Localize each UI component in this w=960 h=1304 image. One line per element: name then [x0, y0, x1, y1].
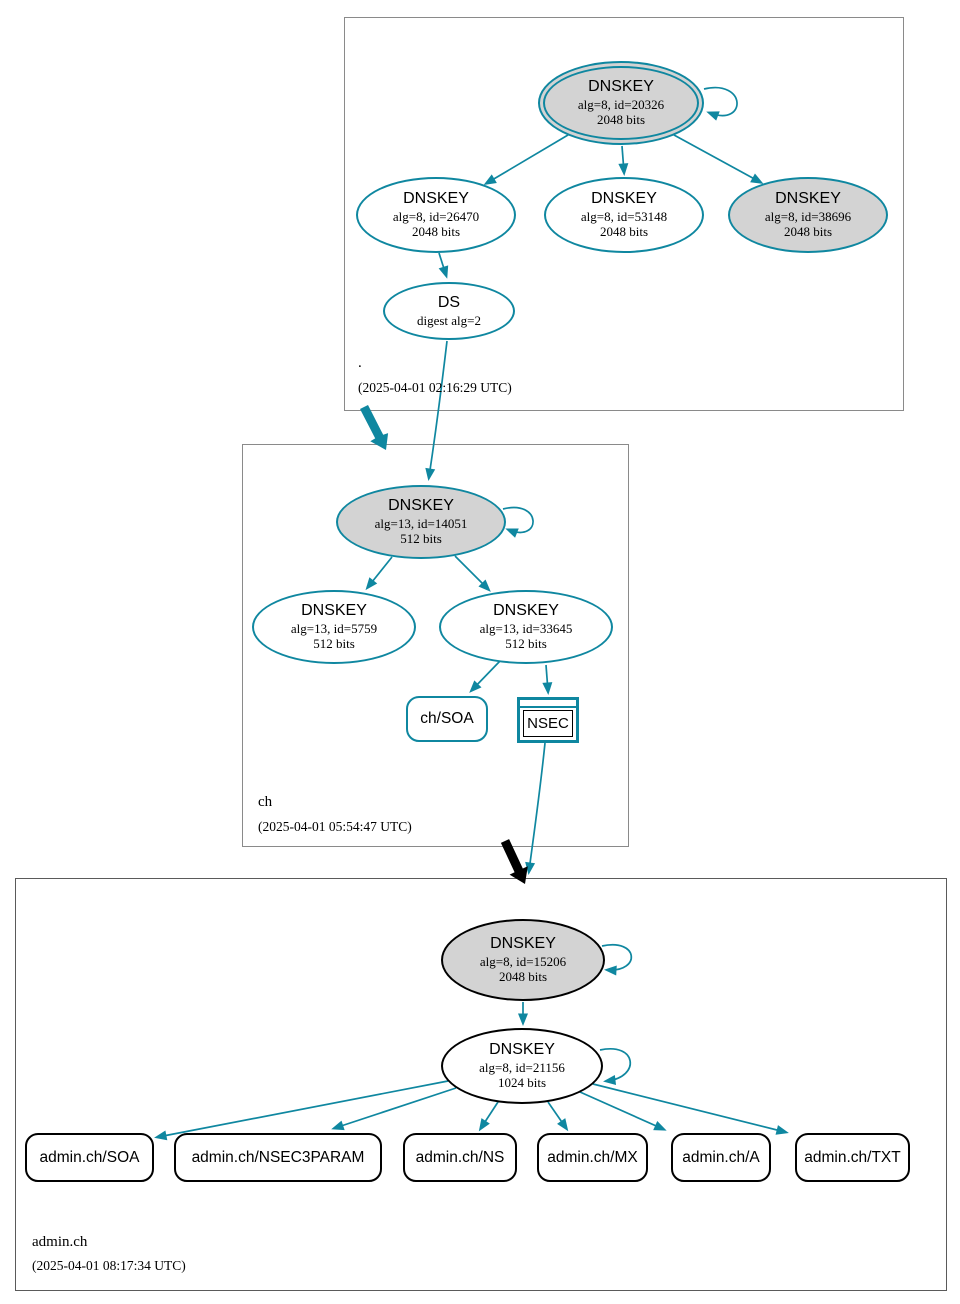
- node-dnskey-26470[interactable]: DNSKEY alg=8, id=26470 2048 bits: [356, 177, 516, 253]
- node-type-label: DS: [437, 294, 461, 312]
- node-dnskey-14051-ksk[interactable]: DNSKEY alg=13, id=14051 512 bits: [336, 485, 506, 559]
- node-bits-label: 512 bits: [313, 636, 355, 652]
- node-type-label: DNSKEY: [489, 1041, 555, 1059]
- node-bits-label: 512 bits: [505, 636, 547, 652]
- node-alg-label: alg=13, id=5759: [290, 620, 378, 636]
- rrset-admin-ns[interactable]: admin.ch/NS: [403, 1133, 517, 1182]
- node-nsec[interactable]: NSEC: [517, 697, 579, 743]
- zone-name-admin-ch: admin.ch: [32, 1234, 88, 1250]
- edge-nsec-admin-zone: [525, 742, 546, 875]
- node-ds[interactable]: DS digest alg=2: [383, 282, 515, 340]
- zone-timestamp-admin-ch: (2025-04-01 08:17:34 UTC): [32, 1258, 186, 1273]
- edge-ch-ksk-zsk33645: [454, 555, 491, 592]
- node-bits-label: 2048 bits: [498, 969, 548, 985]
- edge-admin-zsk-selfloop: [599, 1047, 632, 1085]
- edge-ch-ksk-selfloop: [502, 506, 534, 538]
- edge-ch-ksk-zsk5759: [365, 556, 393, 591]
- node-dnskey-53148[interactable]: DNSKEY alg=8, id=53148 2048 bits: [544, 177, 704, 253]
- node-type-label: DNSKEY: [775, 190, 841, 208]
- node-bits-label: 2048 bits: [783, 224, 833, 240]
- edge-root-ksk-zsk38696: [673, 134, 764, 184]
- delegation-arrow-root-to-ch: [360, 405, 389, 450]
- zone-timestamp-root: (2025-04-01 02:16:29 UTC): [358, 380, 512, 395]
- node-bits-label: 2048 bits: [411, 224, 461, 240]
- node-dnskey-20326-ksk[interactable]: DNSKEY alg=8, id=20326 2048 bits: [538, 61, 704, 145]
- node-alg-label: alg=13, id=33645: [479, 620, 573, 636]
- edge-admin-ksk-selfloop: [601, 943, 633, 976]
- edge-ds-ch-ksk: [425, 340, 448, 481]
- node-alg-label: alg=8, id=15206: [479, 953, 567, 969]
- node-dnskey-5759[interactable]: DNSKEY alg=13, id=5759 512 bits: [252, 590, 416, 664]
- edge-root-ksk-zsk53148: [618, 145, 629, 176]
- edge-zsk33645-nsec: [542, 664, 553, 695]
- node-dnskey-38696[interactable]: DNSKEY alg=8, id=38696 2048 bits: [728, 177, 888, 253]
- delegation-arrow-ch-to-admin: [500, 839, 528, 884]
- node-digest-label: digest alg=2: [416, 312, 482, 328]
- node-type-label: DNSKEY: [493, 602, 559, 620]
- zone-name-root: .: [358, 355, 362, 371]
- rrset-admin-soa[interactable]: admin.ch/SOA: [25, 1133, 154, 1182]
- node-alg-label: alg=8, id=20326: [577, 96, 665, 112]
- node-type-label: DNSKEY: [403, 190, 469, 208]
- zone-name-ch: ch: [258, 794, 273, 810]
- node-type-label: DNSKEY: [591, 190, 657, 208]
- rrset-admin-nsec3param[interactable]: admin.ch/NSEC3PARAM: [174, 1133, 382, 1182]
- node-bits-label: 2048 bits: [596, 112, 646, 128]
- node-alg-label: alg=13, id=14051: [374, 515, 468, 531]
- edge-zsk-mx: [547, 1101, 569, 1132]
- node-alg-label: alg=8, id=21156: [479, 1059, 565, 1075]
- zone-box-root: [344, 17, 904, 411]
- edge-zsk26470-ds: [438, 252, 449, 279]
- edge-root-ksk-selfloop: [703, 86, 738, 121]
- node-dnskey-15206-ksk[interactable]: DNSKEY alg=8, id=15206 2048 bits: [441, 919, 605, 1001]
- edge-zsk-txt: [592, 1083, 789, 1135]
- node-alg-label: alg=8, id=38696: [764, 208, 852, 224]
- node-type-label: DNSKEY: [588, 78, 654, 96]
- node-alg-label: alg=8, id=26470: [392, 208, 480, 224]
- zone-box-ch: [242, 444, 629, 847]
- node-bits-label: 512 bits: [400, 531, 442, 547]
- rrset-admin-mx[interactable]: admin.ch/MX: [537, 1133, 648, 1182]
- edge-zsk-a: [579, 1091, 667, 1131]
- edge-zsk33645-soa: [469, 660, 501, 693]
- node-bits-label: 1024 bits: [497, 1075, 547, 1091]
- node-alg-label: alg=8, id=53148: [580, 208, 668, 224]
- edge-zsk-nsec3param: [331, 1087, 457, 1131]
- rrset-admin-a[interactable]: admin.ch/A: [671, 1133, 771, 1182]
- node-type-label: DNSKEY: [388, 497, 454, 515]
- nsec-label: NSEC: [523, 710, 573, 737]
- node-type-label: DNSKEY: [490, 935, 556, 953]
- rrset-admin-txt[interactable]: admin.ch/TXT: [795, 1133, 910, 1182]
- edge-zsk-ns: [478, 1101, 499, 1132]
- edge-zsk-soa: [154, 1080, 449, 1141]
- node-bits-label: 2048 bits: [599, 224, 649, 240]
- edge-root-ksk-zsk26470: [483, 134, 569, 186]
- node-type-label: DNSKEY: [301, 602, 367, 620]
- node-dnskey-33645[interactable]: DNSKEY alg=13, id=33645 512 bits: [439, 590, 613, 664]
- nsec-top-band: [520, 700, 576, 708]
- zone-box-admin-ch: [15, 878, 947, 1291]
- zone-timestamp-ch: (2025-04-01 05:54:47 UTC): [258, 819, 412, 834]
- rrset-ch-soa[interactable]: ch/SOA: [406, 696, 488, 742]
- node-dnskey-21156[interactable]: DNSKEY alg=8, id=21156 1024 bits: [441, 1028, 603, 1104]
